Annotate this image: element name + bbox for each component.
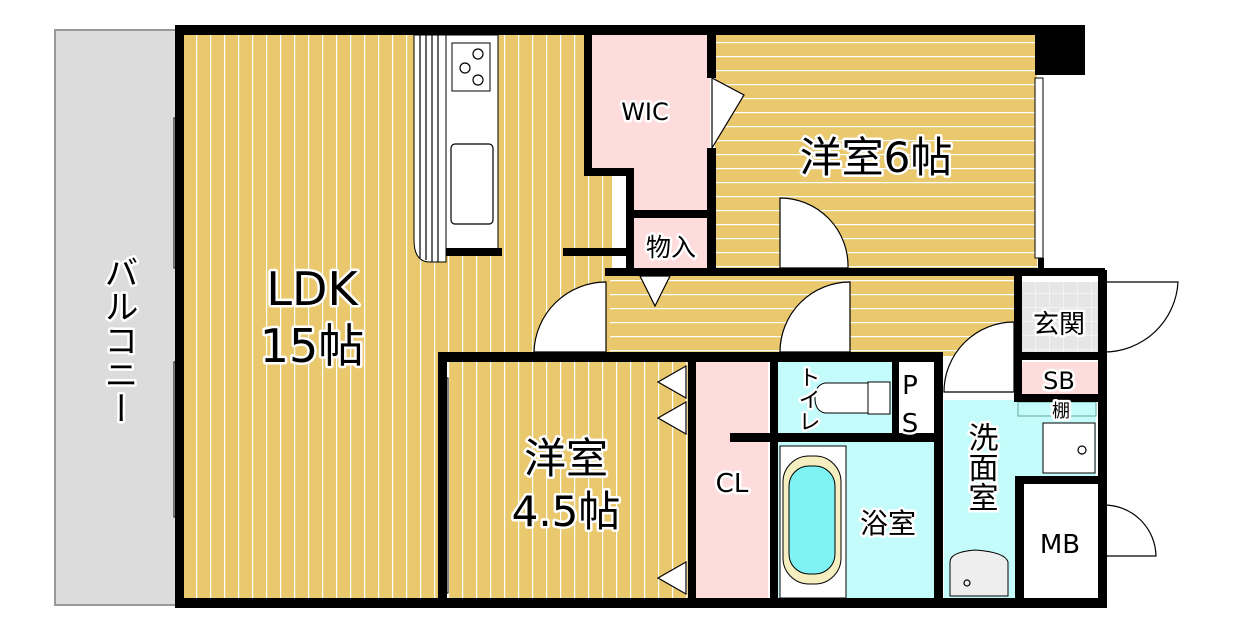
wic-floor — [592, 35, 710, 212]
toilet-label: トイレ — [795, 366, 820, 432]
western45-floor — [448, 362, 690, 600]
washing-machine-pan — [1042, 422, 1096, 474]
storage-floor — [634, 218, 710, 270]
kitchen-counter — [413, 34, 499, 263]
western45-size-label: 4.5帖 — [512, 487, 621, 536]
ps-label-p: P — [902, 371, 918, 401]
western6-label: 洋室6帖 — [800, 133, 953, 182]
closet-floor — [696, 362, 768, 600]
ps-label-s: S — [902, 409, 919, 439]
storage-label: 物入 — [646, 233, 696, 262]
western45-label: 洋室 — [524, 434, 608, 483]
entrance-floor — [1022, 282, 1098, 352]
shoebox-floor — [1022, 362, 1098, 394]
shelf-label: 棚 — [1052, 401, 1070, 422]
meterbox-label: MB — [1040, 530, 1080, 560]
ldk-floor — [183, 35, 612, 600]
meterbox-floor — [1024, 484, 1100, 600]
washbasin-icon — [949, 549, 1009, 597]
ldk-size-label: 15帖 — [260, 319, 365, 373]
ps-floor — [898, 362, 934, 434]
washroom-label: 洗面室 — [963, 422, 998, 512]
window — [1034, 77, 1044, 259]
balcony — [54, 29, 178, 606]
toilet-icon — [814, 381, 891, 415]
entrance-label: 玄関 — [1033, 310, 1085, 340]
sink-icon — [450, 143, 494, 225]
wic-label: WIC — [621, 98, 669, 126]
stove-icon — [451, 42, 491, 92]
door-swings — [533, 77, 1179, 596]
bathtub-icon — [782, 455, 842, 585]
closet-label: CL — [716, 469, 749, 499]
walls — [175, 25, 1107, 608]
ldk-label: LDK — [266, 262, 359, 316]
shoebox-label: SB — [1043, 367, 1075, 395]
bath-label: 浴室 — [860, 507, 916, 540]
balcony-label: バルコニー — [98, 255, 138, 425]
western6-floor — [715, 35, 1037, 270]
